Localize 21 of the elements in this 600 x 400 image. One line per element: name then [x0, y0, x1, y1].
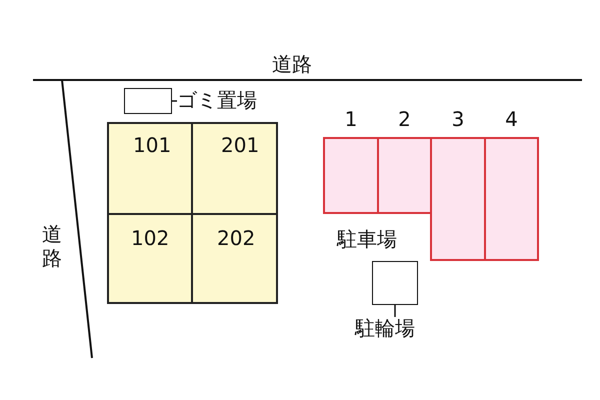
space-number: 4: [504, 108, 519, 130]
road-label: 道路: [42, 222, 63, 270]
leader-line: [394, 305, 396, 317]
room-cell: [191, 213, 278, 304]
road-label: 道路: [272, 53, 312, 75]
room-cell: [107, 213, 193, 304]
room-cell: [191, 122, 278, 215]
leader-line: [172, 100, 177, 102]
area-label: 駐輪場: [355, 317, 435, 341]
space-number: 1: [344, 108, 358, 130]
space-number: 3: [450, 108, 466, 130]
space-number: 2: [397, 108, 412, 130]
bicycle-parking-box: [372, 261, 418, 305]
garbage-area-box: [124, 88, 172, 114]
area-label: 駐車場: [337, 228, 397, 250]
room-number: 102: [131, 227, 170, 249]
area-label: ゴミ置場: [177, 89, 287, 113]
room-cell: [107, 122, 193, 215]
room-number: 201: [221, 134, 260, 156]
room-number: 202: [217, 227, 256, 249]
room-number: 101: [133, 134, 172, 156]
